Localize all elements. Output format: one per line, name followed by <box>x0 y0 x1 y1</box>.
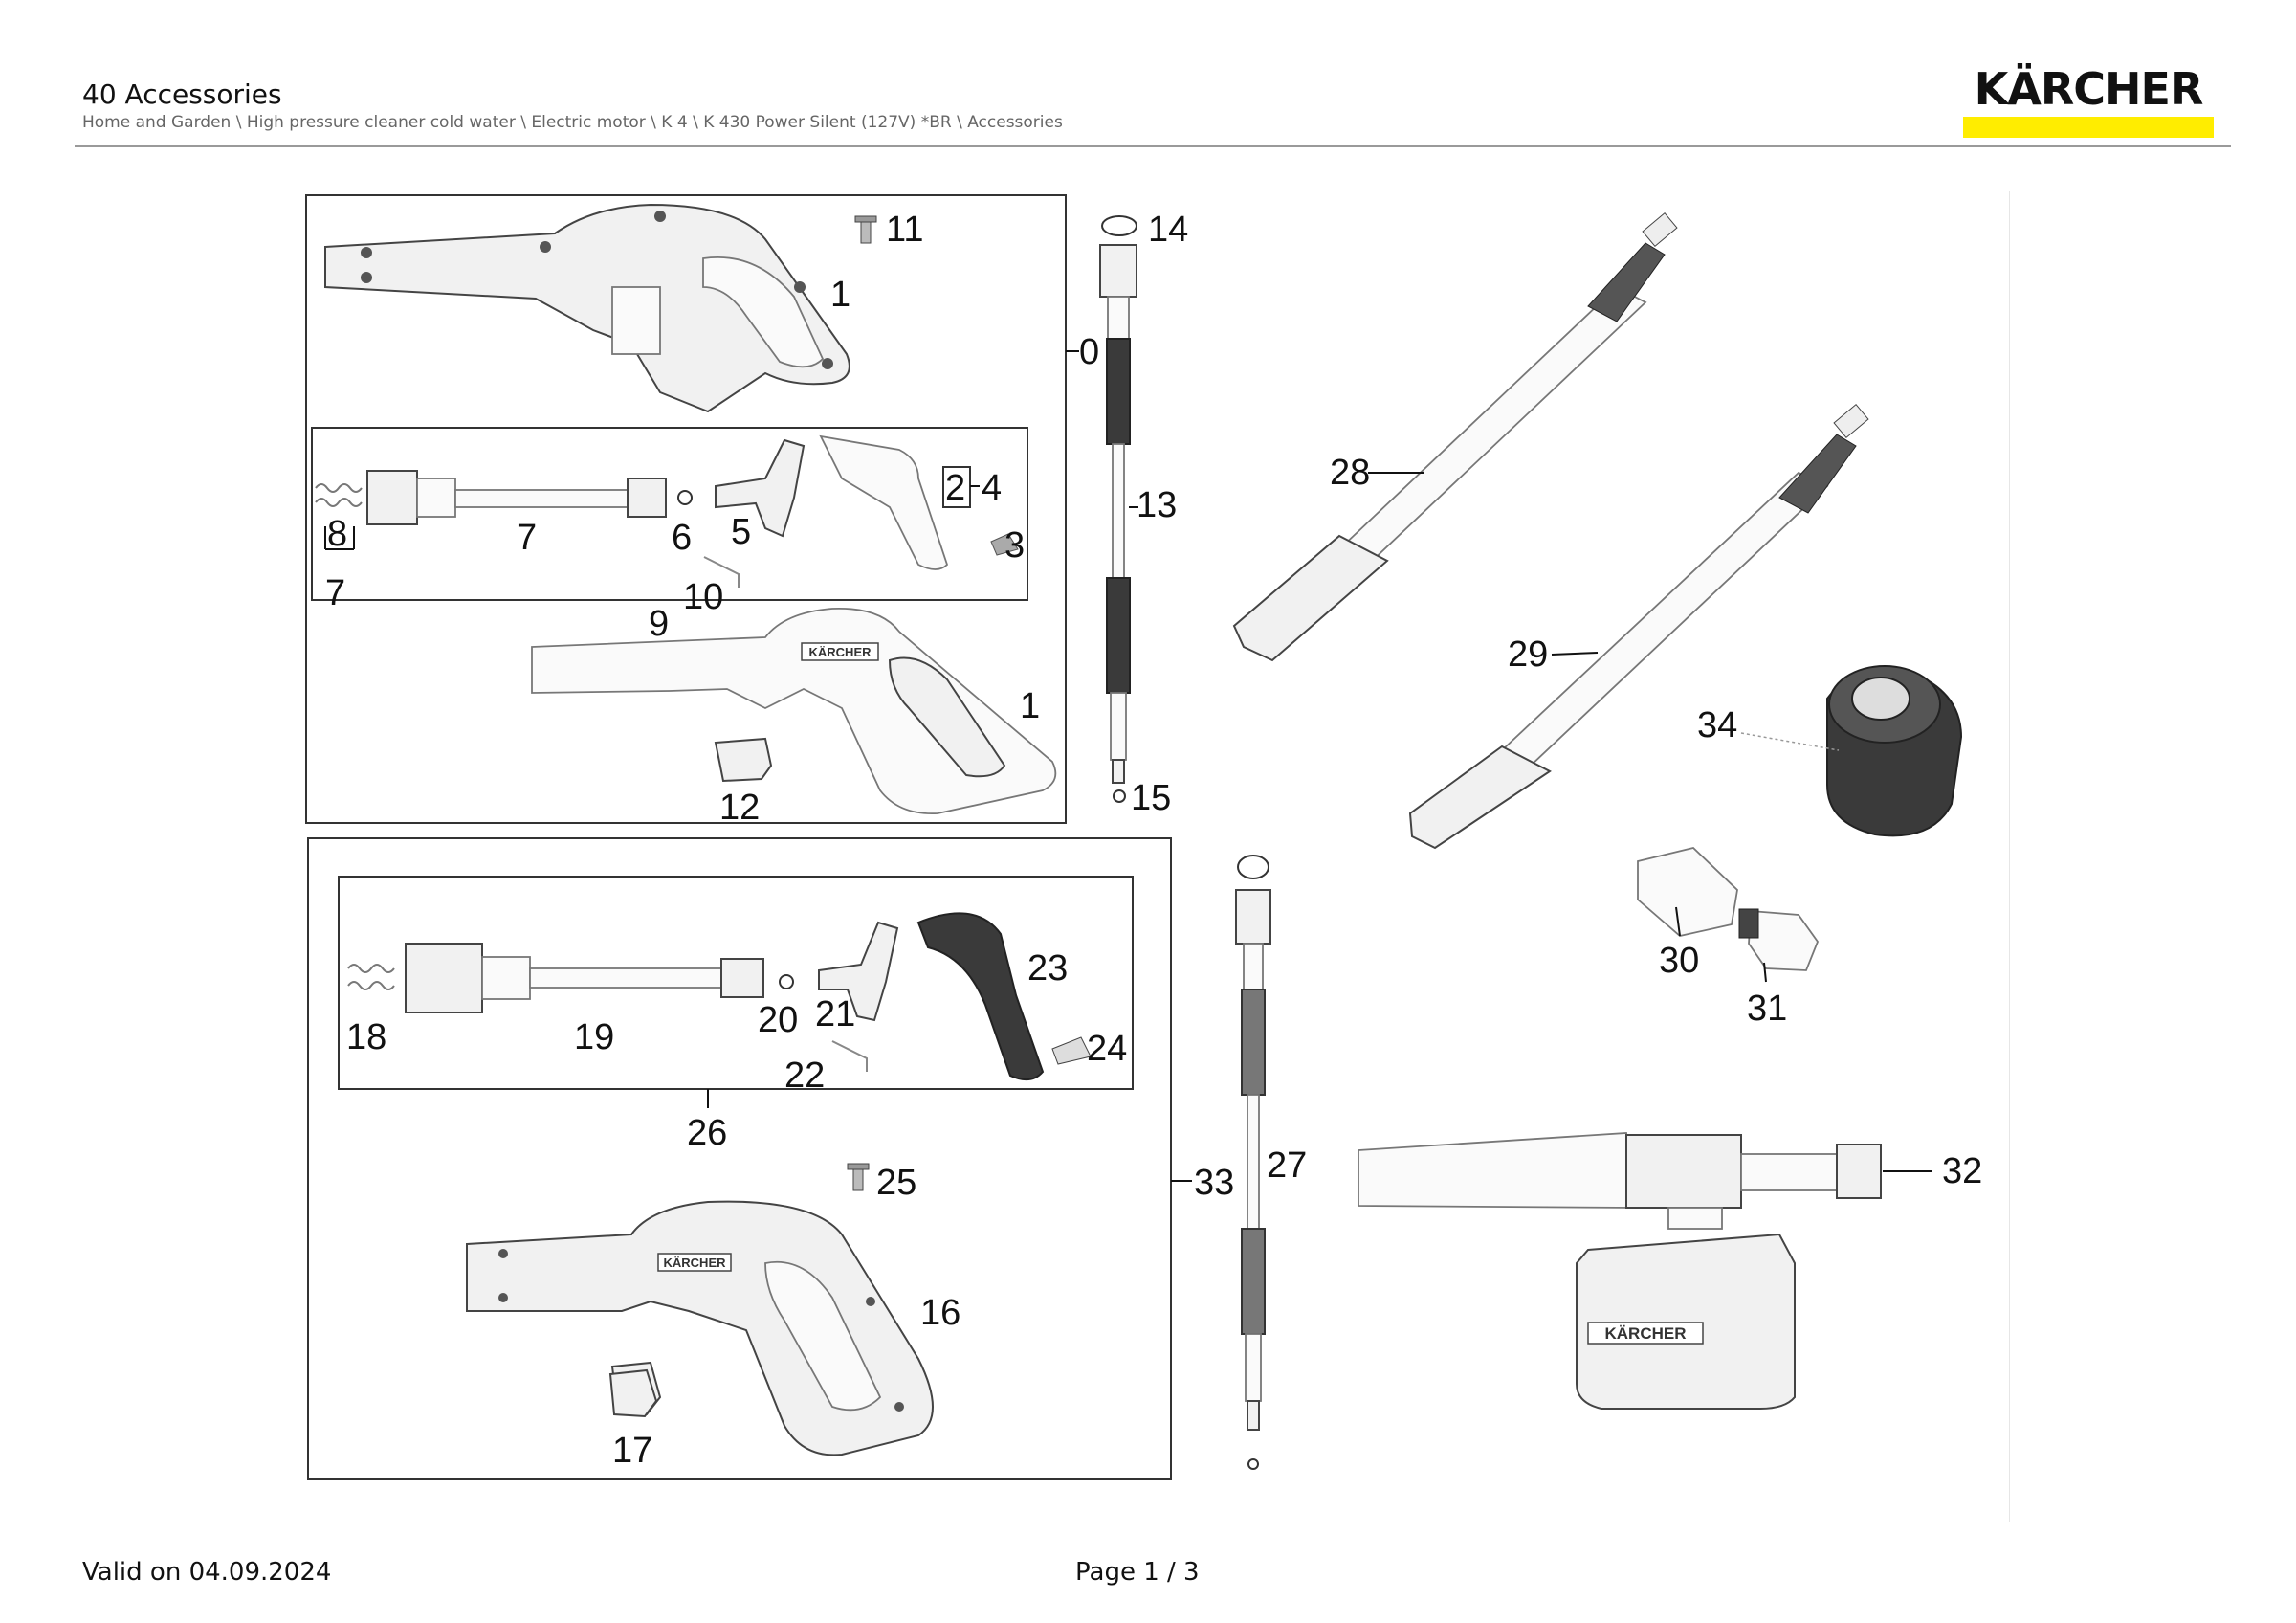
screw-drawing <box>847 215 877 1191</box>
callout-6: 6 <box>672 518 692 558</box>
lower-gun-assembly-box <box>307 837 1172 1480</box>
callout-9: 9 <box>649 604 669 644</box>
callout-11: 11 <box>886 210 923 250</box>
callout-4: 4 <box>982 468 1002 508</box>
header-divider <box>75 145 2231 147</box>
lower-valve-assembly-box <box>338 876 1134 1090</box>
brand-logo-bar <box>1963 117 2214 138</box>
callout-0: 0 <box>1079 332 1099 372</box>
upper-gun-assembly-box <box>305 194 1067 824</box>
right-margin-line <box>2009 191 2010 1522</box>
callout-20: 20 <box>758 1000 798 1040</box>
gun-brand-label-3: KÄRCHER <box>1605 1324 1687 1343</box>
breadcrumb: Home and Garden \ High pressure cleaner … <box>82 113 1063 132</box>
adapter-34-drawing <box>1740 665 1963 837</box>
callout-3: 3 <box>1004 525 1025 566</box>
callout-28: 28 <box>1330 453 1370 493</box>
callout-24: 24 <box>1087 1029 1127 1069</box>
callout-15: 15 <box>1131 778 1171 818</box>
lance-upper-drawing <box>1099 215 1137 803</box>
callout-labels: 1 0 11 14 13 2 4 3 5 6 7 8 7 10 9 1 12 1… <box>325 210 1982 1471</box>
callout-8: 8 <box>327 514 347 554</box>
callout-14: 14 <box>1148 210 1188 250</box>
gun-brand-label-2: KÄRCHER <box>664 1256 727 1270</box>
valid-date: Valid on 04.09.2024 <box>82 1558 332 1587</box>
spray-lance-28-drawing <box>1232 211 1678 662</box>
callout-34: 34 <box>1697 705 1737 745</box>
callout-7b: 7 <box>325 573 345 613</box>
callout-30: 30 <box>1659 941 1699 981</box>
callout-5: 5 <box>731 512 751 552</box>
callout-2: 2 <box>945 468 965 508</box>
callout-12: 12 <box>719 788 760 828</box>
callout-7: 7 <box>517 518 537 558</box>
gun-body-bottom-drawing: KÄRCHER <box>531 608 1057 814</box>
page-number: Page 1 / 3 <box>1075 1558 1200 1587</box>
lower-valve-assembly-drawing <box>347 912 1092 1081</box>
lance-lower-drawing <box>1235 855 1271 1470</box>
callout-25: 25 <box>876 1163 916 1203</box>
callout-22: 22 <box>784 1056 825 1096</box>
spray-lance-29-drawing <box>1408 403 1869 850</box>
callout-32: 32 <box>1942 1151 1982 1191</box>
gun-shell-half-top-drawing <box>324 203 850 413</box>
callout-1: 1 <box>830 275 850 315</box>
valve-assembly-box <box>311 427 1028 601</box>
callout-19: 19 <box>574 1017 614 1057</box>
callout-26: 26 <box>687 1113 727 1153</box>
gun-brand-label-1: KÄRCHER <box>809 645 872 659</box>
callout-23: 23 <box>1027 948 1068 989</box>
valve-assembly-drawing <box>315 434 1019 588</box>
callout-33: 33 <box>1194 1163 1234 1203</box>
callout-1b: 1 <box>1020 686 1040 726</box>
callout-16: 16 <box>920 1293 960 1333</box>
callout-10: 10 <box>683 577 723 617</box>
foam-nozzle-32-drawing: KÄRCHER <box>1358 1132 1882 1410</box>
connector-30-31-drawing <box>1637 847 1820 971</box>
page-title: 40 Accessories <box>82 78 282 110</box>
callout-13: 13 <box>1137 485 1177 525</box>
brand-logo: KÄRCHER <box>1963 63 2214 138</box>
callout-17: 17 <box>612 1431 652 1471</box>
gun-body-lower-drawing: KÄRCHER <box>466 1200 934 1456</box>
leader-lines <box>324 466 1932 1172</box>
callout-31: 31 <box>1747 989 1787 1029</box>
callout-27: 27 <box>1267 1145 1307 1186</box>
callout-29: 29 <box>1508 634 1548 675</box>
brand-logo-text: KÄRCHER <box>1974 63 2204 115</box>
callout-18: 18 <box>346 1017 386 1057</box>
callout-21: 21 <box>815 994 855 1034</box>
clip-17-drawing <box>608 1368 658 1418</box>
